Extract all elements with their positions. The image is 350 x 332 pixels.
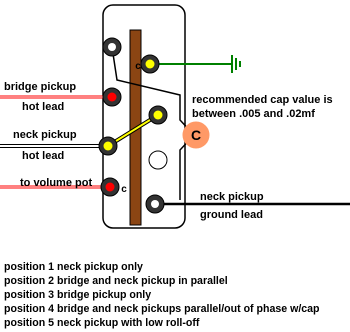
neck-ground-label: neck pickup (200, 191, 264, 203)
lug-volume-center (105, 182, 115, 192)
switch-body (102, 4, 186, 229)
lug-1-center (108, 43, 116, 51)
cap-note-line1: recommended cap value is (192, 94, 333, 106)
position-1: position 1 neck pickup only (4, 261, 143, 273)
bridge-pickup-label: bridge pickup (4, 81, 77, 93)
bridge-hot-lead-label: hot lead (22, 101, 65, 113)
lug-right-3 (148, 150, 168, 170)
ground-lead-label: ground lead (200, 209, 263, 221)
volume-pot-label: to volume pot (20, 177, 93, 189)
ground-symbol (231, 55, 241, 73)
lug-c-bottom-label: c (121, 184, 127, 195)
lug-right-4-center (151, 200, 159, 208)
lug-common-top-center (145, 59, 155, 69)
position-5: position 5 neck pickup with low roll-off (4, 317, 200, 329)
position-2: position 2 bridge and neck pickup in par… (4, 275, 228, 287)
neck-jumper (106, 113, 160, 148)
cap-note-line2: between .005 and .02mf (192, 108, 315, 120)
neck-hot-lead-label: hot lead (22, 150, 65, 162)
capacitor-label: C (191, 127, 201, 143)
capacitor (182, 121, 210, 149)
lug-bridge-center (107, 92, 117, 102)
lug-c-top-label: c (135, 61, 141, 72)
position-3: position 3 bridge pickup only (4, 289, 152, 301)
lug-neck-center (103, 141, 113, 151)
neck-pickup-label: neck pickup (13, 129, 77, 141)
lug-right-2-center (153, 110, 163, 120)
position-4: position 4 bridge and neck pickups paral… (4, 303, 320, 315)
